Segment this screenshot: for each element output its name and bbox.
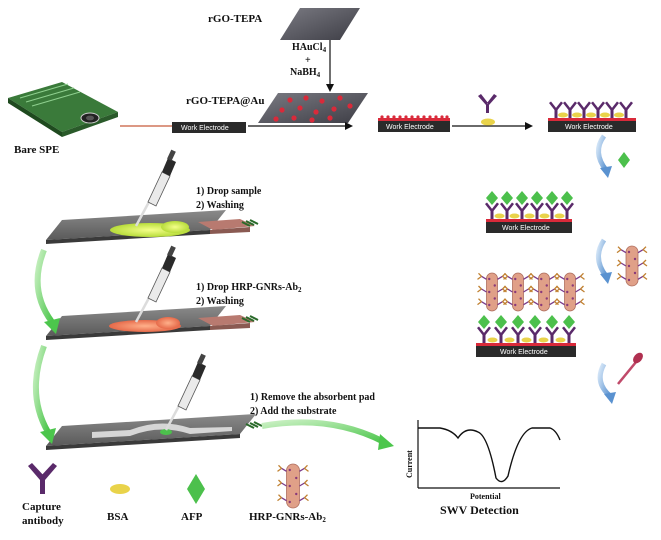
gnr-layer xyxy=(477,272,585,312)
step2-line2: 2) Washing xyxy=(196,296,244,307)
swv-ylabel: Current xyxy=(405,450,414,478)
legend-bsa-icon xyxy=(110,484,130,494)
swv-title: SWV Detection xyxy=(440,503,519,517)
swv-curve xyxy=(418,427,561,483)
legend-hrp: HRP-GNRs-Ab2 xyxy=(249,511,326,524)
au-nanoparticles xyxy=(273,95,353,123)
label-plus: + xyxy=(305,55,311,66)
label-bare-spe: Bare SPE xyxy=(14,144,59,156)
work-electrode-2: Work Electrode xyxy=(378,115,450,132)
legend-hrp-gnr-icon xyxy=(277,463,309,509)
label-rgo-tepa: rGO-TEPA xyxy=(208,13,262,25)
blue-arrow-3 xyxy=(597,362,612,398)
legend-capture-l1: Capture xyxy=(22,501,61,513)
swv-xlabel: Potential xyxy=(470,492,501,501)
legend-capture-antibody-icon xyxy=(28,463,57,494)
dropper-icon xyxy=(617,352,643,385)
legend-bsa: BSA xyxy=(107,511,128,523)
work-electrode-1: Work Electrode xyxy=(172,122,246,133)
hrp-gnr-reagent-icon xyxy=(616,245,648,287)
green-arrow-1 xyxy=(34,248,55,324)
step1-line1: 1) Drop sample xyxy=(196,186,262,197)
svg-text:Work Electrode: Work Electrode xyxy=(502,225,550,232)
blue-arrow-1 xyxy=(596,134,609,172)
test-strip-1 xyxy=(46,210,259,244)
legend-afp-icon xyxy=(187,474,205,504)
sandwich-layer xyxy=(477,315,576,343)
work-electrode-5: Work Electrode xyxy=(476,343,576,357)
blue-arrow-2 xyxy=(596,238,609,278)
afp-reagent-icon xyxy=(618,152,630,168)
pipette-icon-1 xyxy=(134,149,176,227)
test-strip-3 xyxy=(46,414,263,450)
legend-afp: AFP xyxy=(181,511,203,523)
bsa-reagent-icon xyxy=(481,118,495,126)
label-nabh4: NaBH4 xyxy=(290,67,321,79)
step3-line1: 1) Remove the absorbent pad xyxy=(250,392,375,403)
step2-line1: 1) Drop HRP-GNRs-Ab2 xyxy=(196,282,302,294)
green-arrow-3 xyxy=(261,419,386,445)
blue-arrow-1-head xyxy=(600,166,612,178)
green-arrow-3-head xyxy=(378,434,394,450)
green-arrow-1-head xyxy=(44,318,60,334)
legend-capture-l2: antibody xyxy=(22,515,64,527)
rgo-tepa-sheet xyxy=(280,8,360,40)
svg-text:Work Electrode: Work Electrode xyxy=(181,125,229,132)
pipette-icon-2 xyxy=(134,245,176,323)
antibody-afp-layer xyxy=(485,191,574,219)
arrow-down-head xyxy=(326,84,334,92)
step1-line2: 2) Washing xyxy=(196,200,244,211)
work-electrode-4: Work Electrode xyxy=(486,219,572,233)
test-strip-2 xyxy=(46,306,259,340)
green-arrow-2-head xyxy=(40,428,56,444)
antibody-layer-3 xyxy=(549,101,633,118)
svg-text:Work Electrode: Work Electrode xyxy=(500,349,548,356)
blue-arrow-2-head xyxy=(600,272,612,284)
svg-text:Work Electrode: Work Electrode xyxy=(565,124,613,131)
svg-text:Work Electrode: Work Electrode xyxy=(386,124,434,131)
pipette-icon-3 xyxy=(164,353,206,431)
blue-arrow-3-head xyxy=(604,392,616,404)
bare-spe-chip xyxy=(8,82,118,137)
work-electrode-3: Work Electrode xyxy=(548,118,636,132)
green-arrow-2 xyxy=(33,344,51,434)
swv-plot: Current Potential xyxy=(405,420,561,501)
arrow-right-2-head xyxy=(525,122,533,130)
label-haucl4: HAuCl4 xyxy=(292,42,327,54)
label-rgo-tepa-au: rGO-TEPA@Au xyxy=(186,95,264,107)
antibody-reagent-icon xyxy=(478,94,497,113)
step3-line2: 2) Add the substrate xyxy=(250,406,337,417)
arrow-right-1-head xyxy=(345,122,353,130)
